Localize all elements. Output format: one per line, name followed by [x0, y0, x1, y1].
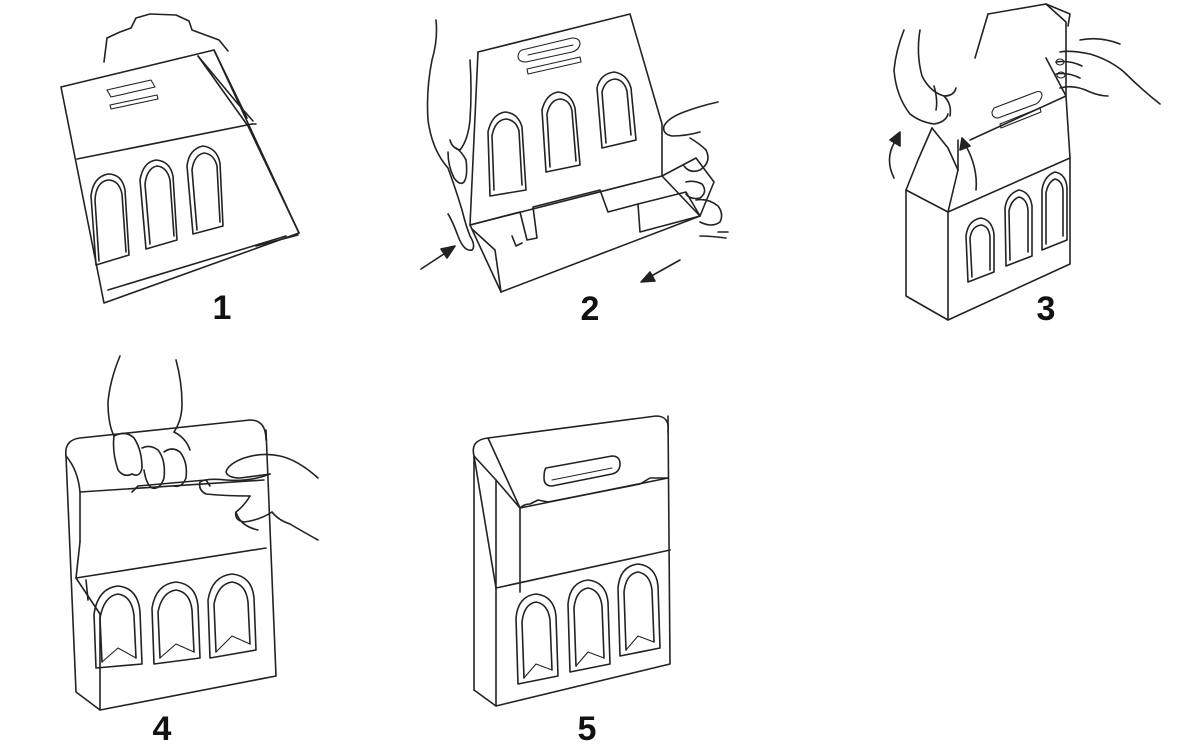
step-5-number: 5: [577, 710, 597, 748]
step-2-number: 2: [580, 290, 600, 328]
step-4-number: 4: [152, 710, 172, 748]
step-3-number: 3: [1036, 290, 1056, 328]
step-1-number: 1: [212, 289, 232, 327]
